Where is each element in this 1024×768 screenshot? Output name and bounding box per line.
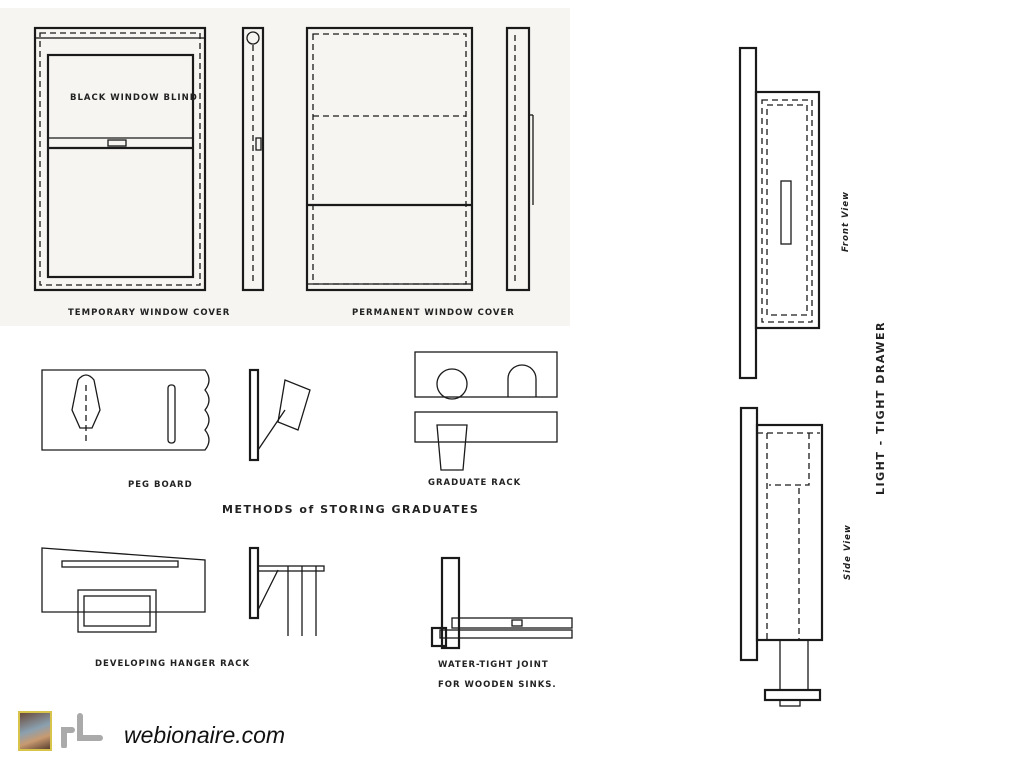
graduate-rack-drawing (414, 351, 558, 471)
front-view-label: Front View (841, 191, 851, 252)
light-tight-drawer-title: LIGHT - TIGHT DRAWER (874, 321, 887, 495)
developing-hanger-rack-label: DEVELOPING HANGER RACK (95, 659, 250, 669)
methods-of-storing-graduates-title: METHODS of STORING GRADUATES (222, 503, 479, 516)
window-cover-panel (0, 8, 570, 326)
side-view-label: Side View (843, 524, 853, 580)
graduate-rack-label: GRADUATE RACK (428, 478, 521, 488)
permanent-window-cover-drawing (305, 26, 534, 292)
temporary-window-cover-label: TEMPORARY WINDOW COVER (68, 308, 230, 318)
drawer-side-view-drawing (739, 406, 824, 707)
developing-hanger-rack-drawing (41, 546, 325, 636)
peg-board-label: PEG BOARD (128, 480, 193, 490)
site-logo-thumbnail (18, 711, 52, 751)
drawer-front-view-drawing (738, 46, 821, 380)
permanent-window-cover-label: PERMANENT WINDOW COVER (352, 308, 515, 318)
wooden-sinks-label: FOR WOODEN SINKS. (438, 680, 557, 690)
water-tight-joint-drawing (430, 556, 573, 650)
black-window-blind-label: BLACK WINDOW BLIND (70, 93, 198, 103)
peg-board-drawing (41, 368, 311, 462)
temporary-window-cover-drawing: BLACK WINDOW BLIND (33, 26, 265, 292)
site-logo-glyph-icon (61, 713, 103, 748)
water-tight-joint-label: WATER-TIGHT JOINT (438, 660, 549, 670)
site-watermark: webionaire.com (124, 722, 286, 748)
